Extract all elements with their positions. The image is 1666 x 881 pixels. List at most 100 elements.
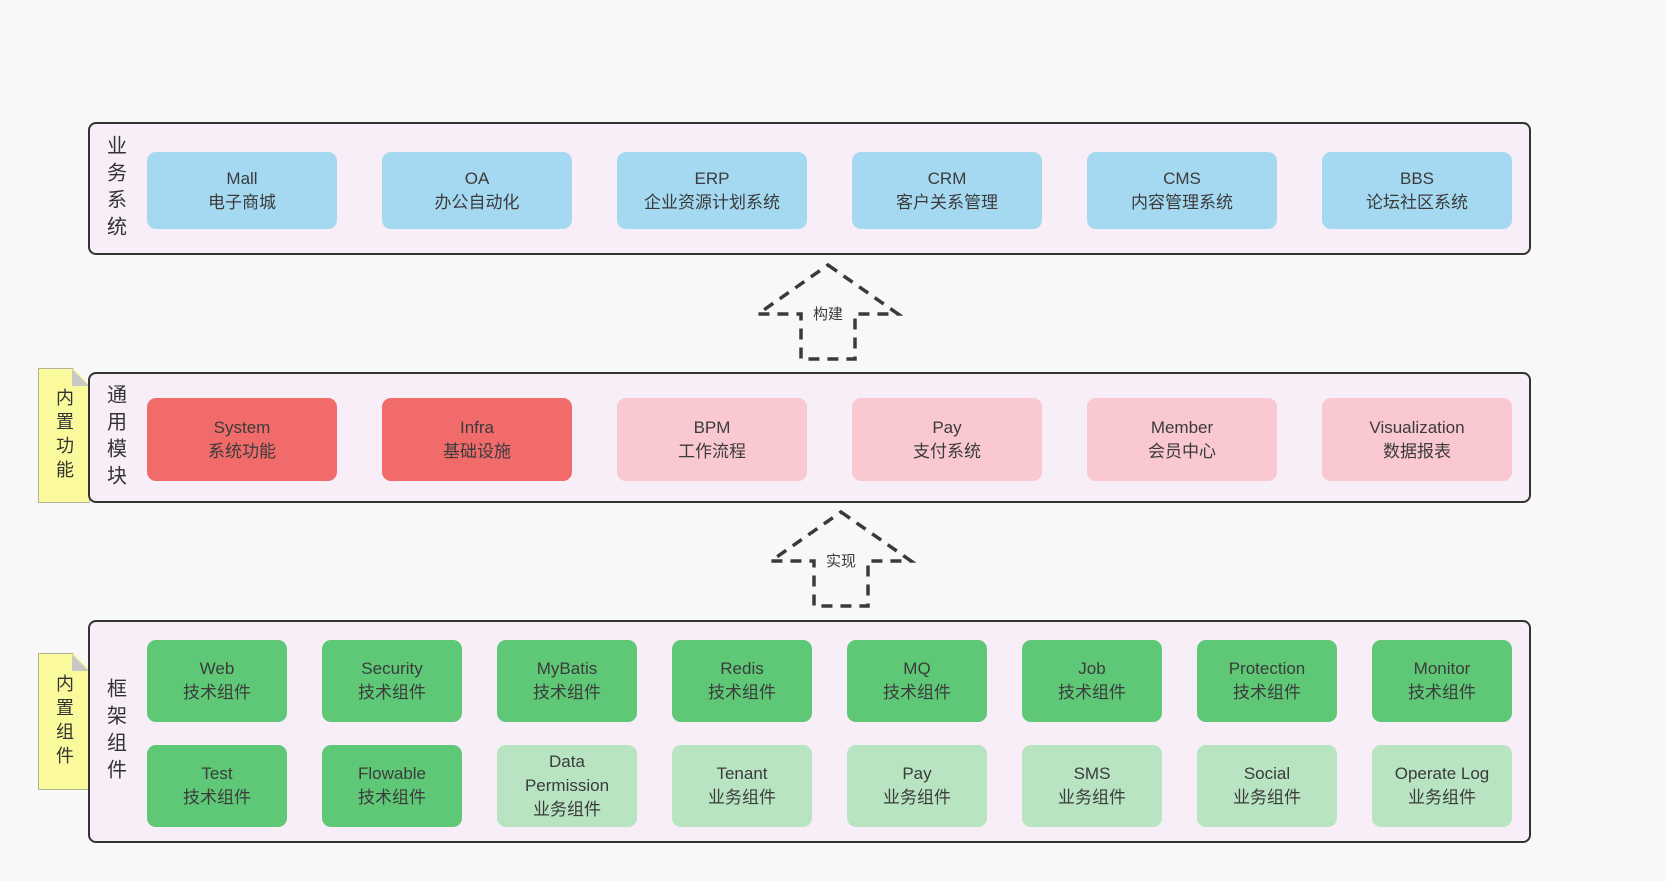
dashed-up-arrow-icon — [753, 262, 903, 361]
box-en-label: Mall — [226, 168, 258, 188]
business-box-row: Mall 电子商城 OA 办公自动化 ERP 企业资源计划系统 CRM 客户关系… — [147, 152, 1512, 229]
box-bpm: BPM 工作流程 — [617, 398, 807, 481]
box-zh-label: 客户关系管理 — [896, 192, 998, 212]
box-en-label: Infra — [459, 417, 495, 437]
box-zh-label: 基础设施 — [443, 441, 511, 461]
box-mybatis: MyBatis 技术组件 — [497, 640, 637, 722]
framework-box-row-2: Test 技术组件 Flowable 技术组件 Data Permission … — [147, 745, 1512, 827]
box-sms: SMS 业务组件 — [1022, 745, 1162, 827]
framework-box-row-1: Web 技术组件 Security 技术组件 MyBatis 技术组件 Redi… — [147, 640, 1512, 722]
box-flowable: Flowable 技术组件 — [322, 745, 462, 827]
box-zh-label: 论坛社区系统 — [1366, 192, 1468, 212]
box-en-label: CRM — [927, 168, 967, 188]
box-zh-label: 内容管理系统 — [1131, 192, 1233, 212]
box-en-label: Social — [1243, 764, 1291, 784]
box-member: Member 会员中心 — [1087, 398, 1277, 481]
box-mall: Mall 电子商城 — [147, 152, 337, 229]
folded-corner-icon — [72, 369, 89, 386]
box-en-label: Member — [1150, 417, 1214, 437]
modules-box-row: System 系统功能 Infra 基础设施 BPM 工作流程 Pay 支付系统… — [147, 398, 1512, 481]
folded-corner-icon — [72, 654, 89, 671]
note-text: 内置组件 — [54, 673, 74, 770]
box-pay-system: Pay 支付系统 — [852, 398, 1042, 481]
box-en-label: BPM — [693, 417, 731, 437]
arrow-build-label: 构建 — [807, 302, 849, 325]
arrow-implement: 实现 — [766, 509, 916, 609]
box-zh-label: 技术组件 — [183, 683, 251, 702]
box-en-label: ERP — [694, 168, 730, 188]
box-operate-log: Operate Log 业务组件 — [1372, 745, 1512, 827]
box-oa: OA 办公自动化 — [382, 152, 572, 229]
layer-framework-side-label: 框架组件 — [100, 622, 130, 841]
box-web: Web 技术组件 — [147, 640, 287, 722]
note-text: 内置功能 — [54, 387, 74, 484]
layer-common-modules: 通用模块 System 系统功能 Infra 基础设施 BPM 工作流程 Pay… — [88, 372, 1531, 503]
side-label-text: 通用模块 — [103, 383, 126, 492]
layer-modules-side-label: 通用模块 — [100, 374, 130, 501]
box-zh-label: 技术组件 — [1408, 683, 1476, 702]
box-en-label: MQ — [903, 659, 931, 679]
box-zh-label: 电子商城 — [208, 192, 276, 212]
box-en-label: Visualization — [1369, 417, 1465, 437]
box-en-label: Pay — [902, 764, 932, 784]
box-zh-label: 技术组件 — [358, 683, 426, 702]
box-system: System 系统功能 — [147, 398, 337, 481]
box-en-label: SMS — [1073, 764, 1111, 784]
box-monitor: Monitor 技术组件 — [1372, 640, 1512, 722]
box-en-label: Data Permission — [524, 752, 610, 796]
box-zh-label: 业务组件 — [1058, 788, 1126, 807]
box-en-label: Monitor — [1413, 659, 1471, 679]
box-zh-label: 业务组件 — [1408, 788, 1476, 807]
box-zh-label: 技术组件 — [533, 683, 601, 702]
side-label-text: 业务系统 — [103, 134, 126, 243]
arrow-build: 构建 — [753, 262, 903, 362]
box-redis: Redis 技术组件 — [672, 640, 812, 722]
box-en-label: CMS — [1163, 168, 1201, 188]
box-zh-label: 业务组件 — [1233, 788, 1301, 807]
box-en-label: Job — [1078, 659, 1106, 679]
box-en-label: Pay — [932, 417, 962, 437]
box-zh-label: 业务组件 — [533, 799, 601, 819]
box-data-permission: Data Permission 业务组件 — [497, 745, 637, 827]
note-built-in-functions: 内置功能 — [38, 368, 90, 503]
arrow-implement-label: 实现 — [820, 549, 862, 572]
box-zh-label: 支付系统 — [913, 441, 981, 461]
box-zh-label: 技术组件 — [883, 683, 951, 702]
box-job: Job 技术组件 — [1022, 640, 1162, 722]
layer-business-systems: 业务系统 Mall 电子商城 OA 办公自动化 ERP 企业资源计划系统 CRM… — [88, 122, 1531, 255]
box-en-label: Flowable — [357, 764, 427, 784]
box-zh-label: 技术组件 — [1058, 683, 1126, 702]
box-zh-label: 办公自动化 — [434, 192, 520, 212]
note-built-in-components: 内置组件 — [38, 653, 90, 790]
box-en-label: Operate Log — [1394, 764, 1490, 784]
box-en-label: Web — [199, 659, 235, 679]
box-en-label: BBS — [1399, 168, 1435, 188]
box-zh-label: 会员中心 — [1148, 441, 1216, 461]
box-zh-label: 业务组件 — [883, 788, 951, 807]
box-pay-component: Pay 业务组件 — [847, 745, 987, 827]
box-cms: CMS 内容管理系统 — [1087, 152, 1277, 229]
box-bbs: BBS 论坛社区系统 — [1322, 152, 1512, 229]
box-zh-label: 技术组件 — [358, 788, 426, 807]
dashed-up-arrow-icon — [766, 509, 916, 608]
box-en-label: System — [213, 417, 271, 437]
box-infra: Infra 基础设施 — [382, 398, 572, 481]
box-security: Security 技术组件 — [322, 640, 462, 722]
box-zh-label: 技术组件 — [183, 788, 251, 807]
box-tenant: Tenant 业务组件 — [672, 745, 812, 827]
box-en-label: Tenant — [716, 764, 768, 784]
layer-business-side-label: 业务系统 — [100, 124, 130, 253]
box-en-label: Test — [201, 764, 233, 784]
box-en-label: OA — [464, 168, 490, 188]
box-visualization: Visualization 数据报表 — [1322, 398, 1512, 481]
box-protection: Protection 技术组件 — [1197, 640, 1337, 722]
box-zh-label: 技术组件 — [708, 683, 776, 702]
box-social: Social 业务组件 — [1197, 745, 1337, 827]
box-en-label: Protection — [1228, 659, 1306, 679]
box-zh-label: 工作流程 — [678, 441, 746, 461]
box-en-label: MyBatis — [536, 659, 598, 679]
side-label-text: 框架组件 — [103, 677, 126, 786]
box-en-label: Security — [361, 659, 423, 679]
box-zh-label: 数据报表 — [1383, 441, 1451, 461]
